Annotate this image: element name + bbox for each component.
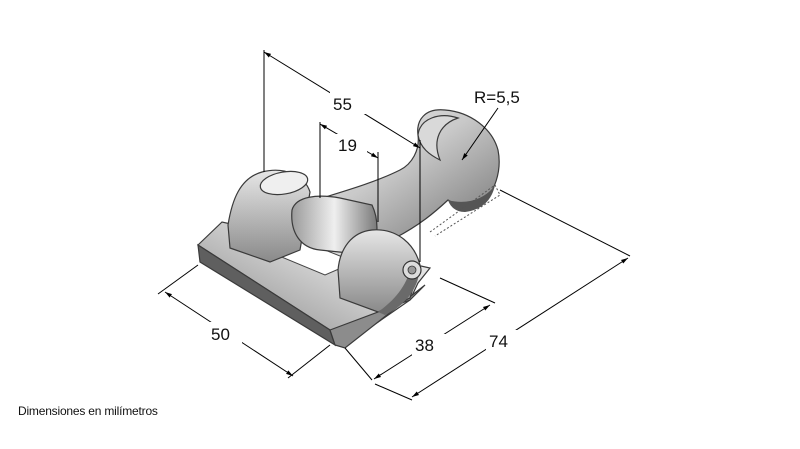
dimension-55-label: 55 [333, 95, 352, 114]
hook-tip [417, 115, 460, 162]
dimension-19: 19 [319, 122, 379, 222]
left-knuckle-end [259, 170, 309, 196]
dimension-38-label: 38 [415, 336, 434, 355]
hook-shadow [448, 185, 495, 212]
dimension-50-label: 50 [211, 325, 230, 344]
units-note: Dimensiones en milímetros [18, 404, 158, 418]
dimension-74: 74 [374, 189, 631, 401]
dimension-55: 55 [263, 50, 421, 262]
dimension-50: 50 [157, 264, 331, 379]
dotted-projection [429, 184, 501, 237]
pin-nut-center [407, 265, 417, 275]
dimension-radius: R=5,5 [461, 88, 520, 161]
dimension-74-label: 74 [489, 332, 508, 351]
dimension-radius-label: R=5,5 [474, 88, 520, 107]
dimension-19-label: 19 [338, 136, 357, 155]
